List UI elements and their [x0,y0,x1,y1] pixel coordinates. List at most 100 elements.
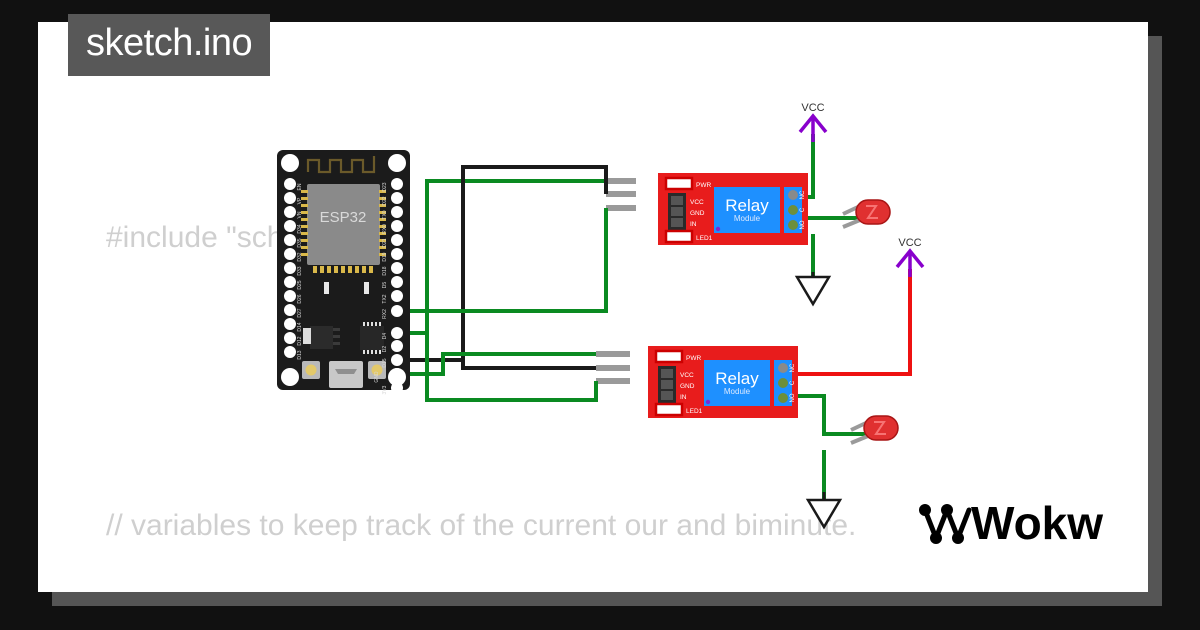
relay2-label-c: C [790,380,796,385]
esp32-left-header[interactable] [284,178,296,358]
svg-text:D32: D32 [297,252,303,261]
mount-hole [281,154,299,172]
svg-text:D12: D12 [297,336,303,345]
relay1-status-led [664,229,694,244]
relay1-terminal-c[interactable] [788,205,798,215]
led-top-cathode-lead [842,218,861,229]
relay2-terminal-c[interactable] [778,378,788,388]
svg-text:D15: D15 [382,358,388,367]
svg-text:D27: D27 [297,308,303,317]
esp32-right-pin-labels: D23 D22 TX0 RX0 D21 D19 D18 D5 TX2 RX2 D… [374,182,388,394]
relay1-pin-gnd[interactable] [671,207,683,216]
gnd-bottom-triangle [805,498,843,530]
relay1-terminal-nc[interactable] [788,190,798,200]
relay2-label-nc: NC [790,363,796,372]
svg-text:D33: D33 [297,266,303,275]
wire-3v3-to-relay2-vcc [413,352,596,376]
svg-text:TX2: TX2 [382,294,388,303]
svg-text:D35: D35 [297,238,303,247]
led-bottom[interactable] [850,415,899,445]
wire-relay2-c-to-vcc [795,269,912,376]
relay2-marker [705,399,711,405]
svg-text:D14: D14 [297,322,303,331]
svg-text:3V3: 3V3 [382,385,388,394]
esp32-board[interactable]: ESP32 [277,150,410,394]
relay2-pwr-led [654,349,684,364]
relay2-label-pwr: PWR [686,355,701,362]
relay2-pin-in[interactable] [661,391,673,400]
svg-text:D4: D4 [382,333,388,340]
relay1-pwr-led [664,176,694,191]
chip-pins [363,322,381,354]
relay1-title: Relay [725,196,769,215]
regulator-pin [333,328,340,331]
led-top-highlight [866,205,878,219]
wire-group [409,134,912,502]
esp32-left-pin-labels: EN VP VN D34 D35 D32 D33 D25 D26 D27 D14… [297,183,303,359]
boot-button-cap[interactable] [305,364,317,376]
code-watermark: #include "scheduler.h" // variables to k… [106,118,856,592]
svg-text:TX0: TX0 [382,210,388,219]
svg-text:VN: VN [297,211,303,218]
relay2-terminal-no[interactable] [778,393,788,403]
relay1-terminal-no[interactable] [788,220,798,230]
vcc-symbol-top[interactable]: VCC [798,102,828,142]
voltage-regulator [310,326,333,349]
relay-module-1[interactable]: PWR VCC GND IN LED1 Relay Module [658,173,808,245]
relay2-label-in: IN [680,394,687,401]
relay2-label-led1: LED1 [686,408,703,415]
module-pads [301,190,386,273]
diagram-canvas[interactable]: #include "scheduler.h" // variables to k… [38,22,1148,592]
regulator-pad [303,328,311,344]
usb-connector [329,361,363,388]
esp32-pin-3v3[interactable] [391,382,403,394]
relay-module-2[interactable]: PWR VCC GND IN LED1 Relay Module NC [648,346,798,418]
wire-d4-to-relay1-in [409,208,608,313]
reset-button-cap[interactable] [371,364,383,376]
relay1-pin-in[interactable] [671,218,683,227]
relay2-subtitle: Module [724,387,751,396]
relay2-pin-gnd[interactable] [661,380,673,389]
relay1-marker [715,226,721,232]
vcc-top-label: VCC [801,102,824,114]
led-bottom-highlight [874,421,886,435]
esp32-module-label: ESP32 [320,209,367,226]
vcc-top-arrow [798,113,828,134]
svg-text:EN: EN [297,183,303,190]
gnd-top-triangle [794,275,832,307]
relay2-title: Relay [715,369,759,388]
relay2-coil-body [704,360,770,406]
circuit-diagram[interactable]: ESP32 [38,22,1148,592]
esp32-right-header[interactable] [391,178,403,380]
svg-text:RX2: RX2 [382,309,388,319]
led-top[interactable] [842,199,891,229]
svg-text:D26: D26 [297,294,303,303]
relay2-status-led [654,402,684,417]
relay1-label-nc: NC [800,190,806,199]
relay1-label-no: NO [800,220,806,229]
relay2-terminal-nc[interactable] [778,363,788,373]
relay1-subtitle: Module [734,214,761,223]
vcc-bottom-label: VCC [898,237,921,249]
ground-symbol-top[interactable] [794,275,832,307]
relay1-label-c: C [800,207,806,212]
relay1-label-led1: LED1 [696,235,713,242]
svg-text:D18: D18 [382,266,388,275]
pcb-antenna [306,156,376,174]
file-tab-sketch-ino[interactable]: sketch.ino [68,14,271,76]
wokwi-logo: Wokwi [919,497,1106,549]
relay1-label-in: IN [690,221,697,228]
relay2-pin-vcc[interactable] [661,369,673,378]
svg-text:D25: D25 [297,280,303,289]
relay1-label-gnd: GND [690,210,705,217]
vcc-symbol-bottom[interactable]: VCC [895,237,925,277]
mount-hole [281,368,299,386]
smd-component [324,282,329,294]
relay1-pin-vcc[interactable] [671,196,683,205]
svg-text:D2: D2 [382,346,388,353]
relay1-label-pwr: PWR [696,182,711,189]
code-line: // variables to keep track of the curren… [106,509,857,542]
usb-connector-inner [335,369,357,374]
relay1-label-vcc: VCC [690,199,704,206]
ground-symbol-bottom[interactable] [805,498,843,530]
